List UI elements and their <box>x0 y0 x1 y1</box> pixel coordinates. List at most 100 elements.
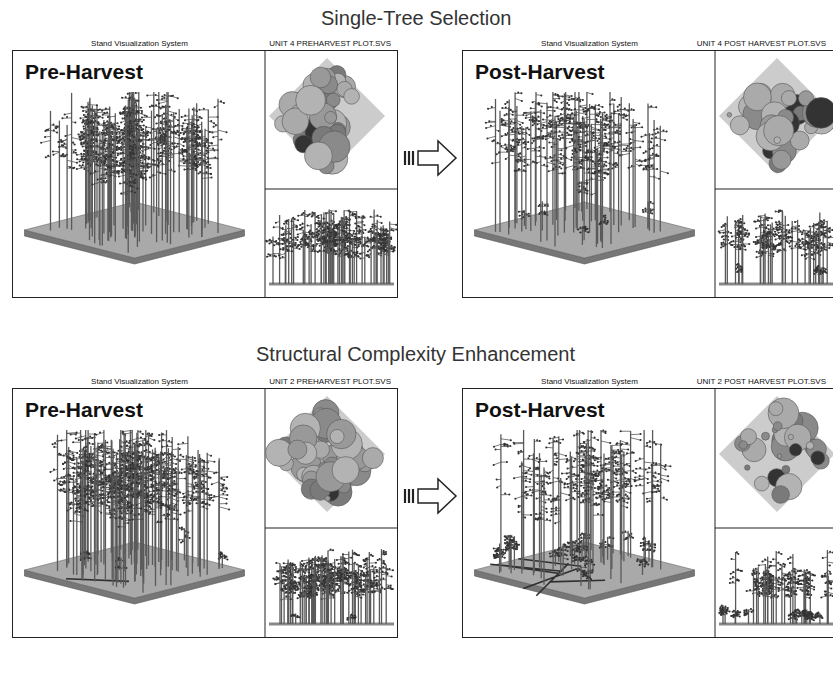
tree-trunk <box>302 575 303 625</box>
tree-foliage <box>297 229 310 247</box>
crown-circle <box>777 454 781 458</box>
tree-branches <box>331 230 343 251</box>
crown-map <box>719 58 833 174</box>
tree-trunk <box>523 430 524 570</box>
tree-foliage <box>584 557 595 566</box>
tree-branches <box>108 472 126 503</box>
stand-3d-view <box>486 92 668 248</box>
window-header: UNIT 2 PREHARVEST PLOT.SVS <box>269 377 391 387</box>
tree-trunk <box>218 461 219 569</box>
tree-trunk <box>342 555 343 624</box>
tree-branches <box>549 144 567 174</box>
section-heading: Single-Tree Selection <box>321 7 511 30</box>
tree-foliage <box>581 456 598 504</box>
crown-map <box>266 396 385 512</box>
tree-foliage <box>499 110 515 153</box>
plot-outline <box>719 396 833 512</box>
tree-foliage <box>178 443 197 474</box>
tree-foliage <box>209 101 227 146</box>
tree-branches <box>803 230 814 250</box>
tree-foliage <box>641 538 652 551</box>
tree-branches <box>297 577 309 598</box>
tree-trunk <box>592 476 593 572</box>
crown-circle <box>806 442 814 450</box>
tree-foliage <box>813 222 826 245</box>
tree-trunk <box>764 213 765 284</box>
panel-divider <box>715 388 716 638</box>
tree-trunk <box>281 567 282 624</box>
tree-trunk <box>165 468 166 585</box>
tree-trunk <box>142 465 143 593</box>
tree-trunk <box>85 119 86 228</box>
tree-trunk <box>790 573 791 624</box>
tree-trunk <box>533 453 534 575</box>
tree-branches <box>297 230 310 248</box>
tree-branches <box>116 482 133 523</box>
tree-branches <box>645 147 658 168</box>
tree-trunk <box>620 460 621 583</box>
tree-foliage <box>494 440 511 494</box>
tree-trunk <box>287 560 288 625</box>
tree-branches <box>637 559 648 566</box>
window-header: UNIT 4 POST HARVEST PLOT.SVS <box>697 39 826 49</box>
tree-branches <box>62 113 80 153</box>
tree-foliage <box>815 613 822 618</box>
tree-foliage <box>86 456 104 502</box>
tree-trunk <box>508 107 509 234</box>
panel-illustration <box>25 50 399 298</box>
crown-circle <box>288 440 307 459</box>
tree-branches <box>384 224 397 249</box>
crown-circle <box>344 89 360 105</box>
tree-branches <box>514 465 532 507</box>
tree-branches <box>555 95 572 132</box>
tree-branches <box>536 470 554 520</box>
tree-trunk <box>792 221 793 284</box>
tree-trunk <box>156 129 157 243</box>
tree-trunk <box>155 491 156 586</box>
tree-trunk <box>103 120 104 234</box>
tree-branches <box>352 566 364 593</box>
tree-trunk <box>50 111 51 231</box>
tree-branches <box>609 114 628 168</box>
panel-divider <box>265 50 266 298</box>
tree-branches <box>815 614 822 618</box>
block-arrow <box>405 479 456 513</box>
tree-foliage <box>358 237 371 259</box>
tree-branches <box>583 570 592 579</box>
arrow-tail-stripe <box>412 489 414 503</box>
tree-trunk <box>342 219 343 284</box>
stand-profile <box>719 550 833 624</box>
tree-trunk <box>510 541 511 573</box>
tree-trunk <box>119 439 120 570</box>
tree-branches <box>793 611 801 617</box>
tree-branches <box>127 140 147 184</box>
tree-branches <box>358 237 371 258</box>
tree-foliage <box>584 475 603 515</box>
tree-foliage <box>514 142 528 172</box>
tree-foliage <box>494 548 506 558</box>
tree-foliage <box>191 461 208 504</box>
tree-branches <box>744 610 753 616</box>
tree-branches <box>813 220 826 245</box>
tree-foliage <box>347 553 359 583</box>
tree-trunk <box>115 113 116 241</box>
tree-foliage <box>303 236 316 251</box>
tree-branches <box>162 494 174 515</box>
tree-trunk <box>328 231 329 284</box>
crown-circle <box>745 465 750 470</box>
tree-trunk <box>577 557 578 570</box>
tree-trunk <box>140 456 141 577</box>
tree-branches <box>731 612 740 618</box>
tree-trunk <box>187 126 188 230</box>
tree-trunk <box>94 109 95 243</box>
tree-trunk <box>500 434 501 571</box>
tree-trunk <box>499 111 500 232</box>
tree-trunk <box>753 568 754 624</box>
tree-foliage <box>549 145 567 174</box>
tree-trunk <box>320 559 321 624</box>
crown-circle <box>772 486 790 504</box>
tree-branches <box>736 265 742 272</box>
tree-trunk <box>151 111 152 234</box>
tree-foliage <box>736 264 742 272</box>
